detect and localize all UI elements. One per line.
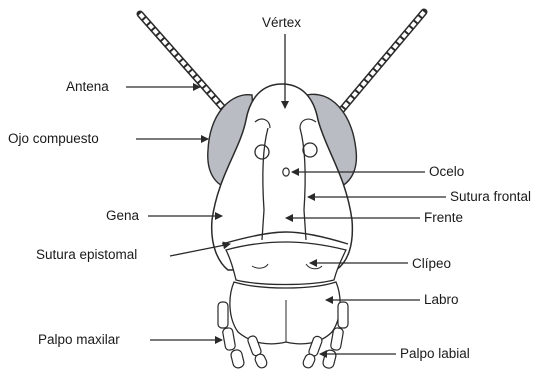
label-antena: Antena	[66, 79, 109, 95]
label-frente: Frente	[424, 210, 463, 226]
label-palpo-labial: Palpo labial	[400, 346, 470, 362]
label-vertex: Vértex	[262, 15, 301, 31]
label-labro: Labro	[424, 292, 459, 308]
antennal-socket-left	[255, 145, 269, 159]
antennal-socket-right	[303, 143, 317, 157]
label-clipeo: Clípeo	[412, 256, 451, 272]
label-sutura-frontal: Sutura frontal	[450, 189, 531, 205]
label-ocelo: Ocelo	[429, 164, 464, 180]
label-ojo-compuesto: Ojo compuesto	[8, 131, 99, 147]
ocellus	[283, 168, 289, 176]
labrum	[230, 282, 340, 344]
label-sutura-epistomal: Sutura epistomal	[36, 247, 137, 263]
label-palpo-maxilar: Palpo maxilar	[38, 332, 120, 348]
label-gena: Gena	[106, 208, 139, 224]
